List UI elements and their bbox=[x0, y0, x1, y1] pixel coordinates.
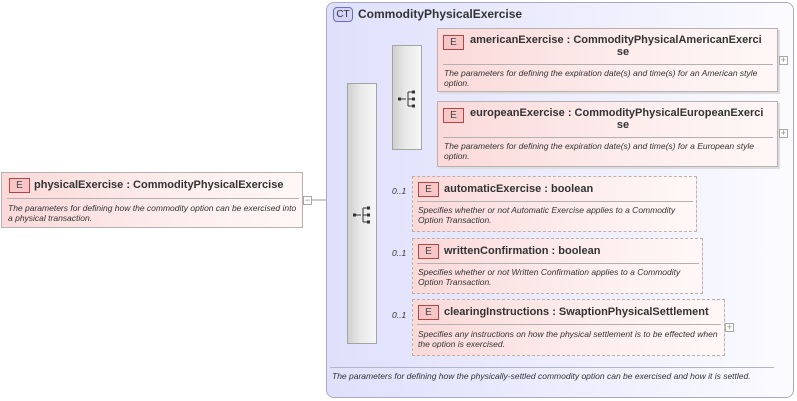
element-documentation: Specifies any instructions on how the ph… bbox=[418, 329, 718, 349]
element-title: americanExercise : CommodityPhysicalAmer… bbox=[470, 34, 776, 58]
element-badge: E bbox=[418, 244, 439, 259]
element-documentation: Specifies whether or not Written Confirm… bbox=[418, 267, 681, 287]
element-badge: E bbox=[418, 182, 439, 197]
element-title-line2: se bbox=[616, 46, 630, 58]
element-automatic-exercise[interactable]: E automaticExercise : boolean Specifies … bbox=[412, 176, 697, 232]
element-separator bbox=[443, 64, 773, 65]
element-documentation: The parameters for defining the expirati… bbox=[444, 141, 754, 161]
element-title: automaticExercise : boolean bbox=[444, 183, 594, 195]
element-badge: E bbox=[443, 35, 464, 50]
element-title: europeanExercise : CommodityPhysicalEuro… bbox=[470, 107, 776, 131]
element-european-exercise[interactable]: E europeanExercise : CommodityPhysicalEu… bbox=[437, 101, 778, 167]
sequence-compositor-icon bbox=[353, 206, 370, 224]
element-badge: E bbox=[418, 305, 439, 320]
root-element-box[interactable]: E physicalExercise : CommodityPhysicalEx… bbox=[1, 172, 303, 228]
root-element-title: physicalExercise : CommodityPhysicalExer… bbox=[34, 179, 284, 191]
element-badge: E bbox=[443, 108, 464, 123]
element-separator bbox=[417, 324, 721, 325]
complex-type-doc-separator bbox=[330, 367, 774, 368]
choice-compositor-icon bbox=[398, 90, 415, 108]
cardinality-label: 0..1 bbox=[392, 310, 407, 320]
element-separator bbox=[417, 201, 693, 202]
complex-type-badge: CT bbox=[333, 7, 353, 22]
element-written-confirmation[interactable]: E writtenConfirmation : boolean Specifie… bbox=[412, 238, 703, 294]
element-clearing-instructions[interactable]: E clearingInstructions : SwaptionPhysica… bbox=[412, 299, 725, 356]
plus-icon[interactable]: + bbox=[779, 128, 788, 138]
plus-icon[interactable]: + bbox=[725, 322, 734, 332]
element-separator bbox=[7, 198, 299, 199]
element-american-exercise[interactable]: E americanExercise : CommodityPhysicalAm… bbox=[437, 28, 778, 92]
element-title-line1: americanExercise : CommodityPhysicalAmer… bbox=[470, 34, 762, 46]
element-separator bbox=[443, 137, 773, 138]
plus-icon[interactable]: + bbox=[779, 55, 788, 65]
element-title-line1: europeanExercise : CommodityPhysicalEuro… bbox=[470, 107, 764, 119]
cardinality-label: 0..1 bbox=[392, 248, 407, 258]
element-title-line2: se bbox=[616, 119, 630, 131]
plus-icon[interactable]: − bbox=[303, 195, 312, 205]
element-title: clearingInstructions : SwaptionPhysicalS… bbox=[444, 306, 709, 318]
complex-type-title: CommodityPhysicalExercise bbox=[358, 7, 523, 21]
sequence-compositor[interactable] bbox=[347, 83, 377, 344]
root-element-documentation: The parameters for defining how the comm… bbox=[8, 203, 297, 223]
cardinality-label: 0..1 bbox=[392, 186, 407, 196]
complex-type-documentation: The parameters for defining how the phys… bbox=[332, 371, 751, 381]
choice-compositor[interactable] bbox=[392, 45, 422, 150]
element-title: writtenConfirmation : boolean bbox=[444, 245, 601, 257]
element-badge: E bbox=[9, 178, 30, 193]
element-separator bbox=[417, 263, 699, 264]
element-documentation: Specifies whether or not Automatic Exerc… bbox=[418, 205, 676, 225]
element-documentation: The parameters for defining the expirati… bbox=[444, 68, 758, 88]
